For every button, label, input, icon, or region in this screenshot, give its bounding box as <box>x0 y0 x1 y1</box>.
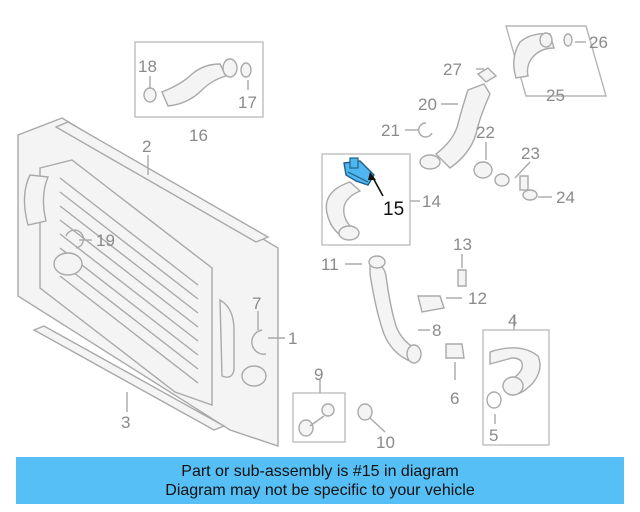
callout-17: 17 <box>238 93 257 112</box>
callout-11: 11 <box>321 255 339 274</box>
callout-1: 1 <box>288 329 297 348</box>
intercooler-assembly <box>17 117 279 447</box>
small-parts-22-24 <box>473 161 538 201</box>
callout-4: 4 <box>508 311 517 330</box>
callout-20: 20 <box>418 95 437 114</box>
hose-4 <box>486 347 541 409</box>
callout-3: 3 <box>121 413 130 432</box>
pipe-20 <box>419 67 498 170</box>
hose-14 <box>325 181 362 241</box>
kit-box-16 <box>134 41 264 118</box>
callout-10: 10 <box>376 433 395 452</box>
callout-14: 14 <box>422 192 441 211</box>
banner-line-1: Part or sub-assembly is #15 in diagram <box>181 462 459 480</box>
callout-2: 2 <box>142 137 151 156</box>
callout-26: 26 <box>589 33 608 52</box>
info-banner: Part or sub-assembly is #15 in diagram D… <box>16 457 624 504</box>
callout-12: 12 <box>468 289 487 308</box>
bolt-kit-9 <box>298 403 373 437</box>
callout-labels: 1 2 3 4 5 6 7 8 9 10 11 12 13 14 15 16 1… <box>96 33 608 452</box>
callout-18: 18 <box>138 57 157 76</box>
callout-25: 25 <box>546 86 565 105</box>
callout-13: 13 <box>453 235 472 254</box>
callout-19: 19 <box>96 231 115 250</box>
kit-box-9 <box>292 392 346 443</box>
callout-9: 9 <box>314 365 323 384</box>
callout-8: 8 <box>432 321 441 340</box>
callout-23: 23 <box>521 144 540 163</box>
callout-24: 24 <box>556 188 575 207</box>
hose-25 <box>505 25 607 97</box>
callout-6: 6 <box>450 389 459 408</box>
callout-22: 22 <box>476 123 495 142</box>
kit-box-14 <box>321 153 411 246</box>
callout-16: 16 <box>189 126 208 145</box>
callout-27: 27 <box>443 60 462 79</box>
callout-5: 5 <box>489 426 498 445</box>
parts-diagram: 1 2 3 4 5 6 7 8 9 10 11 12 13 14 15 16 1… <box>17 25 608 452</box>
callout-7: 7 <box>252 294 261 313</box>
kit-box-4 <box>482 329 550 446</box>
callout-15: 15 <box>383 199 404 220</box>
pipe-8-11 <box>368 255 467 364</box>
banner-line-2: Diagram may not be specific to your vehi… <box>165 481 475 499</box>
hose-16-parts <box>143 58 252 107</box>
callout-21: 21 <box>381 121 400 140</box>
clamp-part-15-highlighted <box>343 157 375 186</box>
